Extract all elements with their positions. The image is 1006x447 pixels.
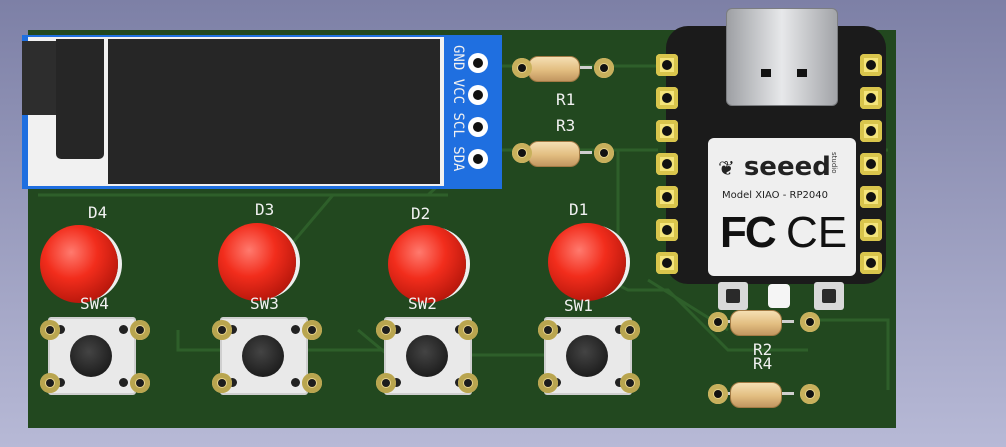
xiao-pad-l1 [656,54,678,76]
ce-mark: CE [786,208,848,257]
sw3-label: SW3 [250,294,279,313]
xiao-pad-l5 [656,186,678,208]
xiao-pad-r7 [860,252,882,274]
r2-pad-right [800,312,820,332]
switch-sw1[interactable] [544,317,632,395]
oled-pad-gnd [468,53,488,73]
sw2-pad-br [458,373,478,393]
r1-pad-right [594,58,614,78]
oled-module: GND VCC SCL SDA [22,35,502,189]
xiao-pad-r1 [860,54,882,76]
xiao-pad-r4 [860,153,882,175]
r1-label: R1 [556,90,576,109]
led-d1 [548,223,626,301]
d1-label: D1 [569,200,589,219]
xiao-pad-r5 [860,186,882,208]
oled-pad-sda [468,149,488,169]
sw2-pad-tl [376,320,396,340]
xiao-pad-r6 [860,219,882,241]
r2-pad-left [708,312,728,332]
r4-label: R4 [753,354,773,373]
d4-label: D4 [88,203,108,222]
sw2-pad-bl [376,373,396,393]
sw4-label: SW4 [80,294,109,313]
xiao-pad-r3 [860,120,882,142]
r3-pad-left [512,143,532,163]
resistor-r2 [716,308,794,336]
sw4-pad-tl [40,320,60,340]
led-d2 [388,225,466,303]
pin-sda-label: SDA [450,146,466,172]
led-d4 [40,225,118,303]
pin-scl-label: SCL [450,112,466,138]
reset-button[interactable] [814,282,844,310]
sw3-pad-tr [302,320,322,340]
sw2-label: SW2 [408,294,437,313]
brand-tagline: studio [830,152,838,174]
d2-label: D2 [411,204,431,223]
xiao-pad-r2 [860,87,882,109]
switch-sw3[interactable] [220,317,308,395]
oled-pad-vcc [468,85,488,105]
r4-pad-right [800,384,820,404]
led-d3 [218,223,296,301]
d3-label: D3 [255,200,275,219]
pin-gnd-label: GND [450,45,466,71]
seeed-logo: ❦ seeed [718,152,831,182]
xiao-rp2040-module: ❦ seeed studio Model XIAO - RP2040 FC CE [666,8,886,310]
oled-pad-scl [468,117,488,137]
usb-c-connector[interactable] [726,8,838,106]
resistor-r4 [716,380,794,408]
oled-pin-text: GND VCC SCL SDA [450,45,466,172]
switch-sw4[interactable] [48,317,136,395]
oled-screen [108,39,440,184]
pin-vcc-label: VCC [450,78,466,105]
r2-label: R2 [753,340,773,359]
xiao-pad-l4 [656,153,678,175]
sw1-pad-tl [538,320,558,340]
oled-edge [22,41,56,115]
xiao-pad-l3 [656,120,678,142]
sw1-button-cap[interactable] [566,335,608,377]
sw3-pad-bl [212,373,232,393]
brand-text: seeed [743,152,831,182]
fc-mark: FC [720,208,777,257]
r3-pad-right [594,143,614,163]
oled-flex-cable [56,39,104,159]
seeed-leaf-icon: ❦ [718,156,735,180]
sw4-pad-bl [40,373,60,393]
pcb-board: GND VCC SCL SDA R1 R3 R2 R4 D4 D3 D2 D1 … [22,8,896,428]
sw1-label: SW1 [564,296,593,315]
sw4-button-cap[interactable] [70,335,112,377]
sw4-pad-br [130,373,150,393]
xiao-pad-l6 [656,219,678,241]
oled-panel [22,37,444,186]
r1-pad-left [512,58,532,78]
boot-button[interactable] [718,282,748,310]
sw4-pad-tr [130,320,150,340]
sw1-pad-bl [538,373,558,393]
model-text: Model XIAO - RP2040 [722,190,828,201]
shield-can: ❦ seeed studio Model XIAO - RP2040 FC CE [708,138,856,276]
sw1-pad-br [620,373,640,393]
sw2-pad-tr [458,320,478,340]
r3-label: R3 [556,116,576,135]
led-window [768,284,790,308]
sw1-pad-tr [620,320,640,340]
xiao-pad-l7 [656,252,678,274]
xiao-pad-l2 [656,87,678,109]
sw3-pad-tl [212,320,232,340]
sw2-button-cap[interactable] [406,335,448,377]
r4-pad-left [708,384,728,404]
sw3-button-cap[interactable] [242,335,284,377]
sw3-pad-br [302,373,322,393]
